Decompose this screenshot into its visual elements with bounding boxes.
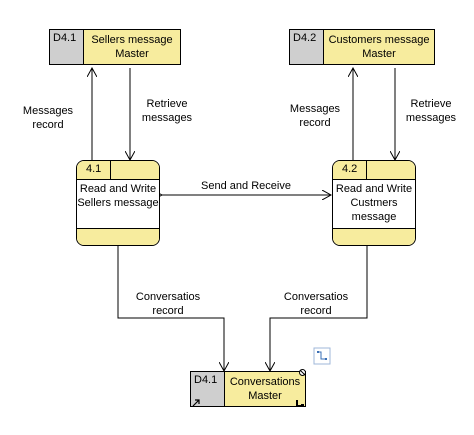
label-left-conversations-record: Conversatios record (135, 291, 201, 317)
process-footer (333, 228, 415, 245)
flow-right-conversations-record[interactable] (270, 246, 368, 371)
data-store-customers-message-master[interactable]: D4.2 Customers message Master (289, 29, 435, 65)
store-name: Customers message Master (324, 30, 434, 64)
resize-handle-icon[interactable] (296, 399, 304, 407)
label-send-and-receive: Send and Receive (201, 180, 291, 192)
store-id: D4.1 (50, 30, 84, 64)
process-name: Read and Write Custmers message (333, 180, 415, 228)
process-read-write-customers-message[interactable]: 4.2 Read and Write Custmers message (332, 160, 416, 246)
connector-tool-icon[interactable] (313, 347, 331, 365)
process-id: 4.2 (333, 161, 367, 179)
resize-handle-icon[interactable] (192, 399, 200, 407)
process-header: 4.1 (77, 161, 159, 180)
label-right-conversations-record: Conversatios record (283, 291, 349, 317)
store-id: D4.2 (290, 30, 324, 64)
label-right-retrieve-messages: Retrieve messages (405, 98, 457, 124)
flow-left-conversations-record[interactable] (117, 246, 224, 371)
process-id: 4.1 (77, 161, 111, 179)
label-right-messages-record: Messages record (289, 103, 341, 129)
store-name: Sellers message Master (84, 30, 180, 64)
process-header: 4.2 (333, 161, 415, 180)
process-footer (77, 228, 159, 245)
data-store-conversations-master[interactable]: D4.1 Conversations Master (190, 371, 306, 407)
process-read-write-sellers-message[interactable]: 4.1 Read and Write Sellers message (76, 160, 160, 246)
label-left-retrieve-messages: Retrieve messages (141, 98, 193, 124)
label-left-messages-record: Messages record (22, 105, 74, 131)
process-name: Read and Write Sellers message (77, 180, 159, 228)
store-name: Conversations Master (225, 372, 305, 406)
data-store-sellers-message-master[interactable]: D4.1 Sellers message Master (49, 29, 181, 65)
rotate-handle-icon[interactable] (298, 368, 306, 376)
